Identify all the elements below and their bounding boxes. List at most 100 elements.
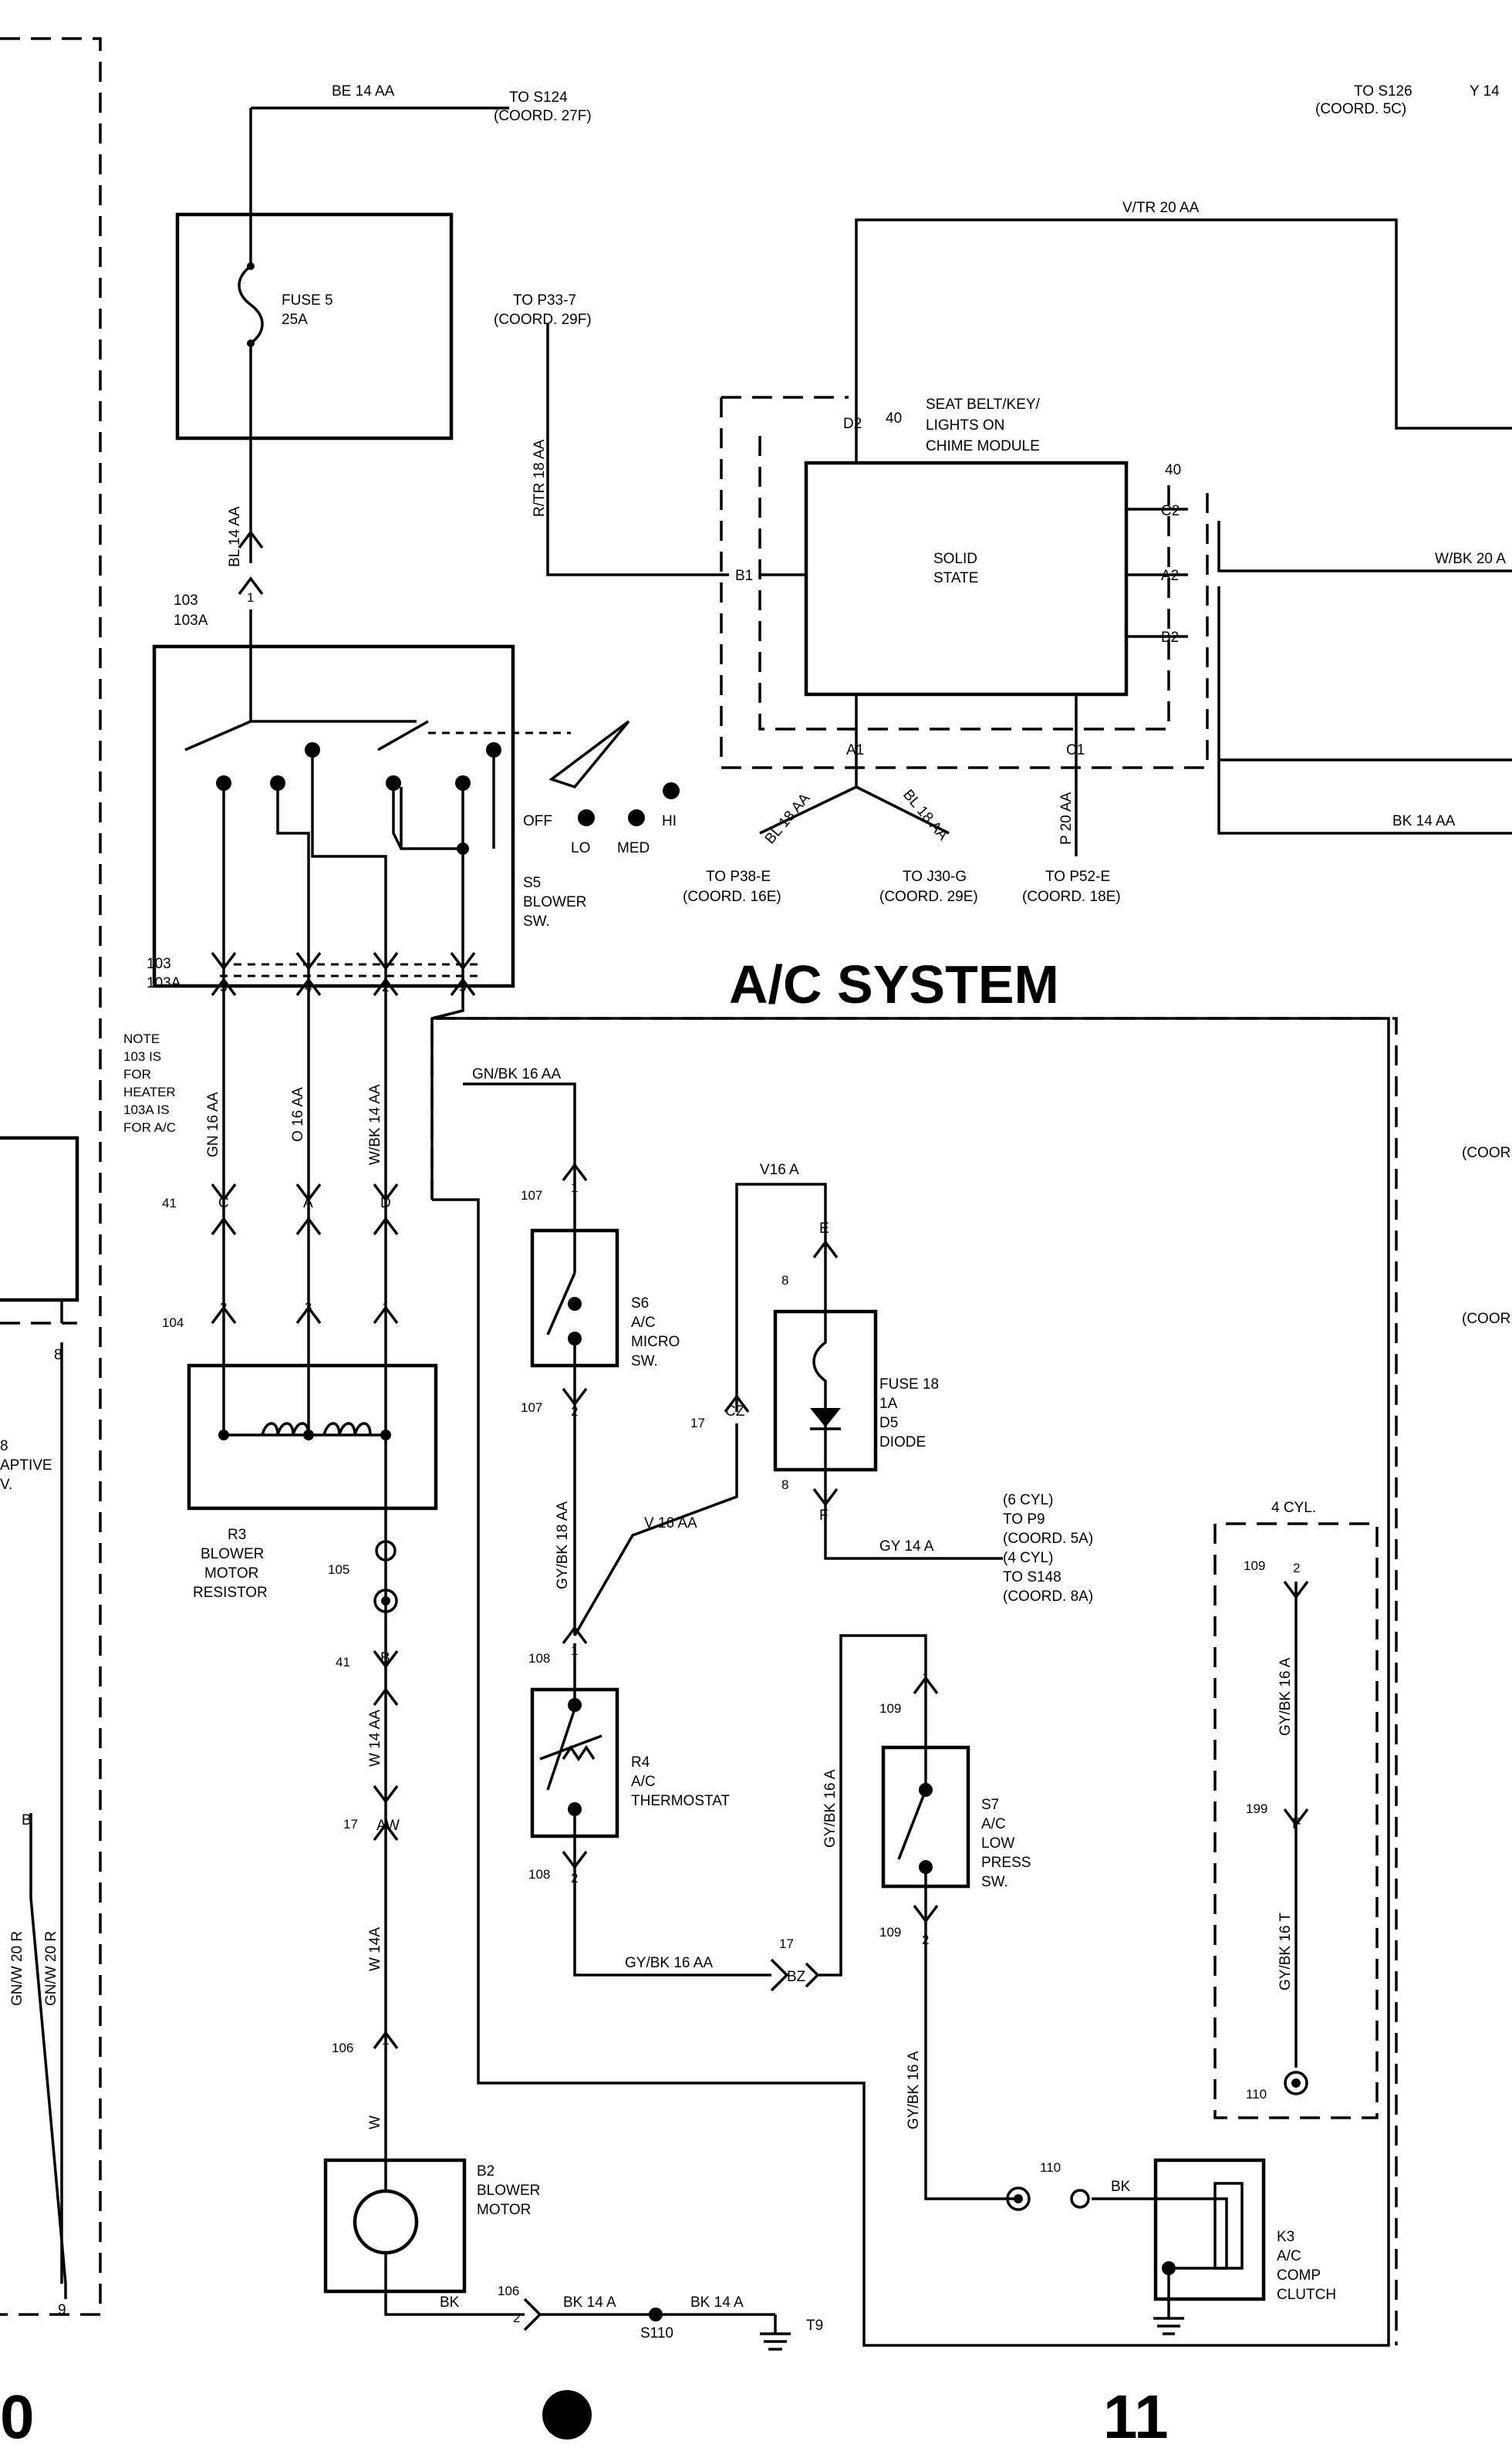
left-v: V. bbox=[0, 1477, 12, 1493]
w-w14a: W 14A bbox=[367, 1927, 383, 1971]
note-2: FOR bbox=[123, 1067, 151, 1082]
solid-1: SOLID bbox=[933, 551, 977, 567]
b2-l2: MOTOR bbox=[477, 2202, 531, 2218]
chime-bl18a: BL 18 AA bbox=[762, 790, 814, 847]
chevrons bbox=[211, 530, 1309, 2331]
cn-f: F bbox=[819, 1508, 829, 1524]
cn-108b: 108 bbox=[528, 1867, 550, 1882]
cn-3b: 3 bbox=[305, 1300, 312, 1315]
conn-110b bbox=[1284, 2071, 1308, 2095]
to-p9-6: (COORD. 8A) bbox=[1003, 1589, 1093, 1605]
lbl-y14: Y 14 bbox=[1470, 83, 1500, 100]
lbl-to-s126: TO S126 bbox=[1354, 83, 1412, 100]
s6-wires bbox=[463, 1082, 576, 1636]
left-gnw2: GN/W 20 R bbox=[43, 1931, 59, 2006]
pin-a2: A2 bbox=[1161, 568, 1179, 584]
s7-l3: PRESS bbox=[981, 1855, 1031, 1871]
w-bk: BK bbox=[440, 2294, 460, 2311]
to-j30: TO J30-G bbox=[903, 869, 967, 885]
cn-2c: 2 bbox=[513, 2311, 520, 2325]
w-gn16: GN 16 AA bbox=[205, 1092, 221, 1157]
cn-2b: 2 bbox=[220, 1300, 227, 1315]
chime-line1: SEAT BELT/KEY/ bbox=[926, 397, 1041, 413]
left-gnw1: GN/W 20 R bbox=[9, 1931, 25, 2006]
cn-2: 2 bbox=[382, 980, 389, 994]
conn-110-j bbox=[1070, 2189, 1090, 2209]
left-n8: 8 bbox=[54, 1347, 62, 1363]
to-p9-4: (4 CYL) bbox=[1003, 1550, 1053, 1566]
k3-box bbox=[1153, 2158, 1266, 2301]
blower-motor bbox=[353, 2189, 419, 2255]
coord18e: (COORD. 18E) bbox=[1022, 889, 1121, 905]
pin-b2: B2 bbox=[1161, 630, 1179, 646]
s6-l3: SW. bbox=[631, 1353, 658, 1369]
r3-l2: MOTOR bbox=[204, 1565, 258, 1582]
cn-17b: 17 bbox=[690, 1416, 705, 1430]
lbl-coord5c: (COORD. 5C) bbox=[1315, 101, 1406, 117]
k3-name: K3 bbox=[1277, 2229, 1294, 2245]
fuse5-name: FUSE 5 bbox=[282, 292, 333, 309]
chime-bl18b: BL 18 AA bbox=[899, 787, 951, 844]
w-gybk16a-3: GY/BK 16 A bbox=[1277, 1657, 1294, 1736]
s5-l2: SW. bbox=[523, 913, 550, 930]
page-left: 0 bbox=[0, 2382, 35, 2451]
ac-frame-path bbox=[430, 957, 1390, 2347]
fuse5-wire-label: BL 14 AA bbox=[227, 506, 243, 567]
fuse18-wires bbox=[735, 1183, 1003, 1560]
chime-right-wires bbox=[1126, 508, 1512, 835]
cn-41: 41 bbox=[162, 1196, 177, 1210]
left-8: 8 bbox=[0, 1438, 8, 1454]
w-wbk14: W/BK 14 AA bbox=[367, 1084, 383, 1165]
left-wire bbox=[29, 1813, 67, 2299]
left-aptive: APTIVE bbox=[0, 1457, 52, 1474]
page-right: 11 bbox=[1103, 2382, 1169, 2451]
cn-1f: 1 bbox=[922, 1670, 929, 1685]
to-p9-2: TO P9 bbox=[1003, 1511, 1045, 1528]
w-gybk16a-1: GY/BK 16 A bbox=[822, 1769, 839, 1848]
left-box bbox=[0, 1136, 79, 1302]
off-dot bbox=[578, 809, 595, 826]
hi-dot bbox=[663, 782, 680, 799]
cn-108a: 108 bbox=[528, 1651, 550, 1666]
chime-p20: P 20 AA bbox=[1058, 792, 1075, 845]
note-1: 103 IS bbox=[123, 1049, 161, 1064]
cn-109b: 109 bbox=[879, 1925, 901, 1940]
w-bk14a-1: BK 14 A bbox=[563, 2294, 616, 2311]
cn-4: 4 bbox=[305, 980, 312, 994]
r3-wires bbox=[222, 1304, 387, 1437]
left-9: 9 bbox=[58, 2302, 66, 2318]
cn-8b: 8 bbox=[781, 1477, 788, 1492]
w-gybk16t: GY/BK 16 T bbox=[1277, 1913, 1294, 1990]
to-p9-1: (6 CYL) bbox=[1003, 1492, 1053, 1508]
cn-17a: 17 bbox=[343, 1817, 358, 1832]
note-4: 103A IS bbox=[123, 1102, 170, 1117]
r3-name: R3 bbox=[228, 1527, 246, 1543]
conn-103-dash bbox=[220, 963, 478, 977]
v16aa-wire bbox=[573, 1423, 738, 1636]
cn-2d: 2 bbox=[571, 1404, 578, 1419]
cn-107a: 107 bbox=[521, 1188, 542, 1203]
r4-l1: A/C bbox=[631, 1774, 656, 1790]
splice-s110-label: S110 bbox=[640, 2325, 673, 2342]
conn-40a: 40 bbox=[886, 410, 902, 427]
cn-17c: 17 bbox=[779, 1936, 794, 1951]
cn-106: 106 bbox=[332, 2041, 353, 2055]
conn-110-p bbox=[1006, 2186, 1031, 2211]
w-gybk16aa: GY/BK 16 AA bbox=[625, 1955, 713, 1971]
lbl-rtr18: R/TR 18 AA bbox=[532, 439, 548, 517]
left-b: B bbox=[22, 1812, 32, 1828]
k3-l2: COMP bbox=[1277, 2267, 1321, 2284]
w-bk-k3: BK bbox=[1111, 2179, 1131, 2195]
cn-3: 3 bbox=[220, 980, 227, 994]
med-dot bbox=[628, 809, 645, 826]
s7-name: S7 bbox=[981, 1797, 999, 1813]
to-p9-3: (COORD. 5A) bbox=[1003, 1531, 1093, 1547]
cn-107b: 107 bbox=[521, 1400, 542, 1415]
b2-box bbox=[323, 2158, 467, 2294]
pos-hi: HI bbox=[662, 813, 677, 829]
coord16e: (COORD. 16E) bbox=[683, 889, 781, 905]
cn-1a: 1 bbox=[247, 590, 254, 605]
s7-l4: SW. bbox=[981, 1874, 1008, 1890]
pin-c2: C2 bbox=[1161, 503, 1180, 519]
